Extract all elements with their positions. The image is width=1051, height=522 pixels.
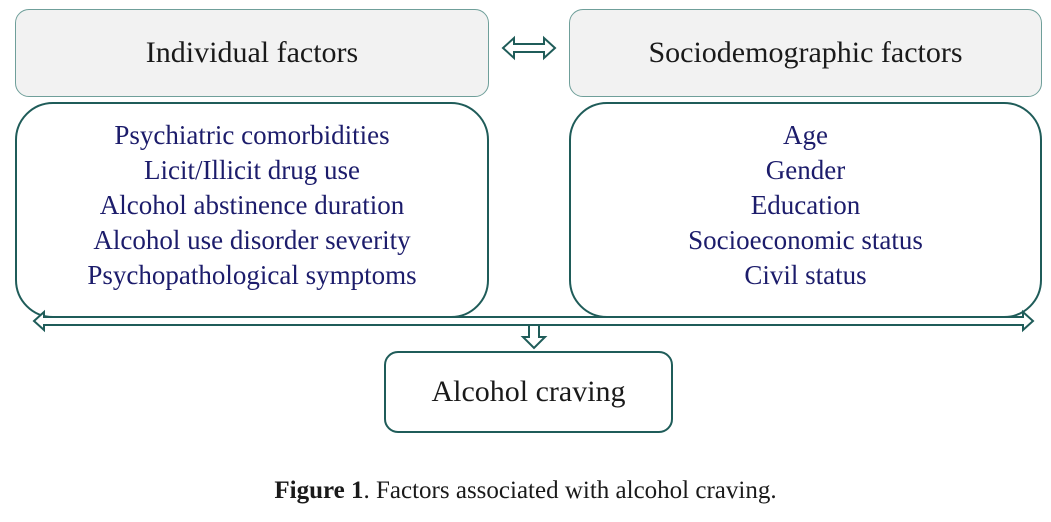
list-item: Age xyxy=(783,119,828,150)
list-item: Gender xyxy=(765,154,846,185)
bidirectional-arrow-icon xyxy=(501,35,557,61)
individual-factors-list: Psychiatric comorbidities Licit/Illicit … xyxy=(15,102,489,318)
list-item: Psychiatric comorbidities xyxy=(114,119,390,150)
list-item: Alcohol use disorder severity xyxy=(93,224,411,255)
list-item: Civil status xyxy=(744,259,867,290)
sociodemographic-factors-title: Sociodemographic factors xyxy=(648,36,963,69)
list-item: Licit/Illicit drug use xyxy=(144,154,360,185)
list-item: Socioeconomic status xyxy=(688,224,923,255)
individual-factors-header: Individual factors xyxy=(15,9,489,97)
sociodemographic-factors-list: Age Gender Education Socioeconomic statu… xyxy=(569,102,1042,318)
individual-factors-title: Individual factors xyxy=(145,36,359,69)
sociodemographic-factors-header: Sociodemographic factors xyxy=(569,9,1042,97)
list-item: Alcohol abstinence duration xyxy=(99,189,405,220)
down-arrow-icon xyxy=(520,324,548,350)
caption-text: . Factors associated with alcohol cravin… xyxy=(363,477,777,504)
alcohol-craving-title: Alcohol craving xyxy=(431,375,626,408)
figure-caption: Figure 1. Factors associated with alcoho… xyxy=(0,477,1051,505)
alcohol-craving-box: Alcohol craving xyxy=(384,351,673,433)
list-item: Education xyxy=(750,189,861,220)
list-item: Psychopathological symptoms xyxy=(87,259,417,290)
figure-label: Figure 1 xyxy=(274,477,364,504)
